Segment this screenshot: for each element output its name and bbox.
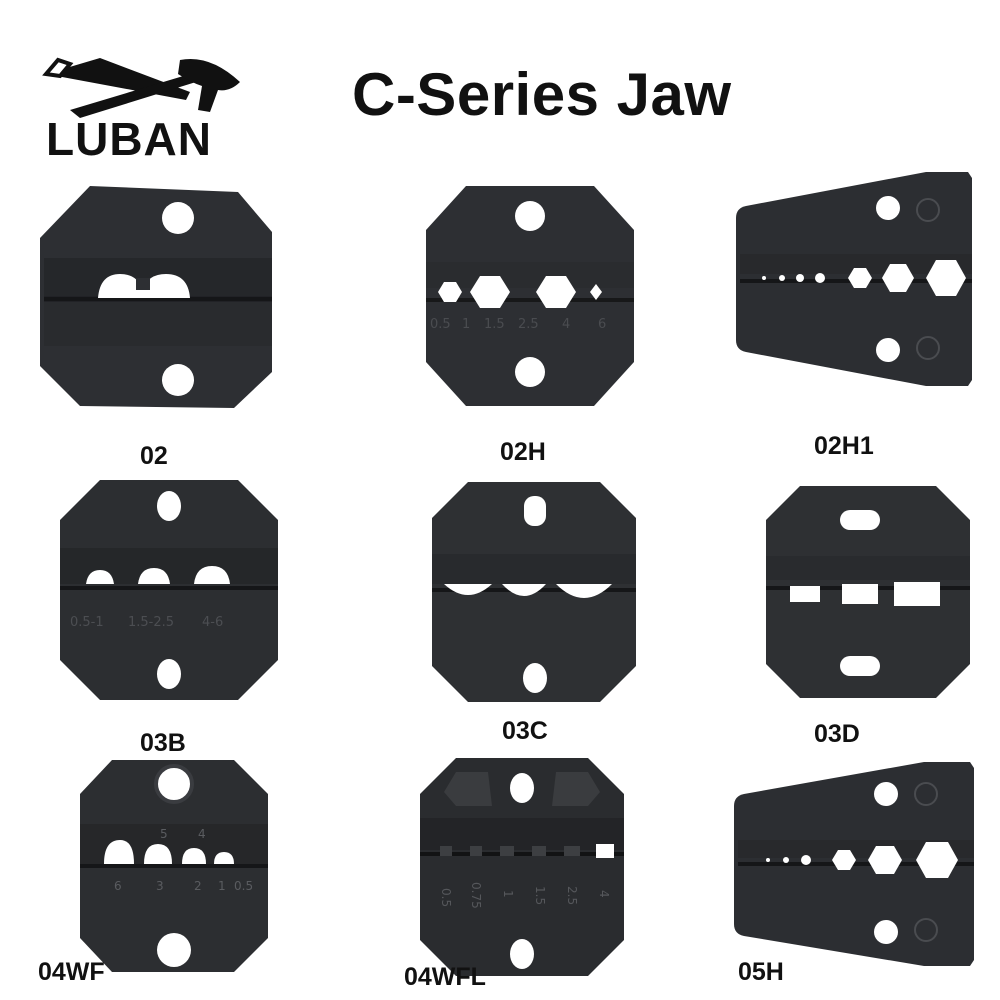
jaw-04WFL-marking-3: 1 [501,890,515,898]
jaw-image-04WF: 5 4 6 3 2 1 0.5 [80,760,268,972]
jaw-02H-marking-3: 1.5 [484,317,505,332]
luban-logo [42,57,240,118]
jaw-04WF-marking-4: 3 [156,879,164,893]
jaw-04WF-marking-1: 5 [160,827,168,841]
jaw-image-02 [40,186,272,408]
brand-name: LUBAN [46,113,212,165]
jaw-03B-marking-3: 4-6 [202,615,223,630]
jaw-image-03B: 0.5-1 1.5-2.5 4-6 [60,480,278,700]
page-title: C-Series Jaw [352,61,732,128]
jaw-04WFL-marking-2: 0.75 [469,882,483,909]
jaw-label-05H: 05H [738,958,784,986]
jaw-04WF-marking-5: 2 [194,879,202,893]
jaw-04WFL-marking-5: 2.5 [565,886,579,905]
jaw-image-02H1 [736,172,972,386]
jaw-label-04WF: 04WF [38,958,105,986]
jaw-04WFL-marking-6: 4 [597,890,611,898]
jaw-02H-marking-6: 6 [598,317,606,332]
jaw-image-02H: 0.5 1 1.5 2.5 4 6 [426,186,634,406]
jaw-04WF-marking-7: 0.5 [234,879,253,893]
jaw-04WFL-marking-4: 1.5 [533,886,547,905]
jaw-image-03C [432,482,636,702]
jaw-02H-marking-1: 0.5 [430,317,451,332]
jaw-04WF-marking-2: 4 [198,827,206,841]
jaw-image-05H [734,762,974,966]
jaw-02H-marking-5: 4 [562,317,570,332]
jaw-02H-marking-2: 1 [462,317,470,332]
jaw-02H-marking-4: 2.5 [518,317,539,332]
hammer-icon [70,74,196,118]
jaw-03B-marking-1: 0.5-1 [70,615,104,630]
jaw-image-04WFL: 0.5 0.75 1 1.5 2.5 4 [420,758,624,976]
jaw-label-03D: 03D [814,720,860,748]
jaw-label-03C: 03C [502,717,548,745]
jaw-label-04WFL: 04WFL [404,963,486,991]
jaw-label-02: 02 [140,442,168,470]
jaw-label-02H: 02H [500,438,546,466]
jaw-label-02H1: 02H1 [814,432,874,460]
jaw-04WFL-marking-1: 0.5 [439,888,453,907]
jaw-03B-marking-2: 1.5-2.5 [128,615,174,630]
jaw-04WF-marking-3: 6 [114,879,122,893]
jaw-image-03D [766,486,970,698]
jaw-label-03B: 03B [140,729,186,757]
jaw-04WF-marking-6: 1 [218,879,226,893]
